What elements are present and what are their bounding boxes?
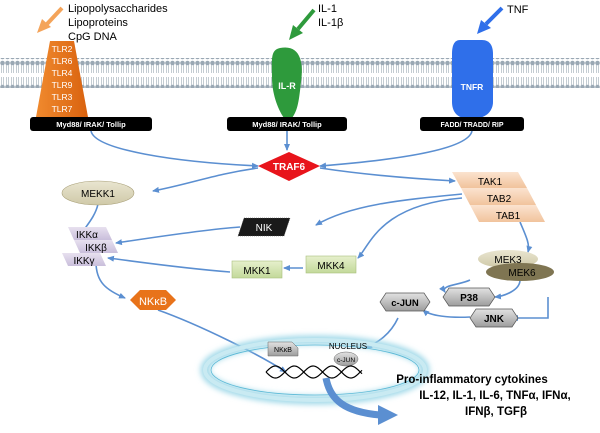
tlr-member: TLR9 (52, 80, 73, 90)
ligand-il1b: IL-1β (318, 17, 343, 29)
arrow-tlr-to-traf6 (90, 130, 259, 169)
tab2-label: TAB2 (487, 194, 512, 205)
ikk-beta-label: IKKβ (85, 243, 107, 254)
cytokine-output: Pro-inflammatory cytokines IL-12, IL-1, … (396, 374, 570, 418)
nfkb-nuclear-node: NKκB (267, 341, 299, 357)
mkk1-label: MKK1 (243, 266, 271, 277)
cjun-node: c-JUN (379, 292, 431, 312)
il-adaptor: Myd88/ IRAK/ Tollip (227, 117, 347, 131)
traf6-label: TRAF6 (273, 162, 306, 173)
tnfr-label: TNFR (461, 82, 484, 92)
il-receptor: IL-R (271, 47, 302, 118)
ligand-arrow-il (289, 8, 316, 40)
nfkb-label: NKκB (139, 296, 167, 308)
ikk-complex: IKKα IKKβ IKKγ (62, 227, 118, 267)
tnf-adaptor: FADD/ TRADD/ RIP (420, 117, 524, 131)
arrow-traf6-to-tak1 (319, 167, 456, 184)
arrow-p38-to-jnk (511, 297, 549, 321)
tak1-label: TAK1 (478, 177, 503, 188)
arrow-jnk-to-cjun (422, 309, 471, 319)
tlr-member: TLR3 (52, 92, 73, 102)
mkk4-node: MKK4 (305, 255, 357, 274)
tnf-receptor: TNFR (452, 40, 493, 118)
mkk4-label: MKK4 (317, 261, 345, 272)
mek-complex: MEK3 MEK6 (478, 250, 554, 281)
tlr-member: TLR2 (52, 44, 73, 54)
tlr-member: TLR4 (52, 68, 73, 78)
traf6-node: TRAF6 (258, 152, 320, 181)
cytokine-line3: IFNβ, TGFβ (465, 406, 527, 418)
ligand-il1: IL-1 (318, 3, 337, 15)
arrow-mkk1-to-ikk (107, 255, 231, 273)
nfkb-node: NKκB (130, 290, 176, 310)
tlr-adaptor: Myd88/ IRAK/ Tollip (30, 117, 152, 131)
arrow-tak1-to-nik (315, 193, 463, 226)
tnf-adaptor-label: FADD/ TRADD/ RIP (441, 122, 504, 129)
tlr-adaptor-label: Myd88/ IRAK/ Tollip (56, 120, 126, 129)
arrow-ikk-to-nfkb (95, 261, 126, 299)
tak-complex: TAK1 TAB2 TAB1 (452, 172, 545, 222)
arrow-nik-to-ikk (115, 226, 241, 246)
mekk1-node: MEKK1 (61, 180, 135, 206)
ligand-lipoproteins: Lipoproteins (68, 17, 128, 29)
ikk-gamma-label: IKKγ (73, 256, 94, 267)
output-arrow (322, 377, 398, 425)
mek6-label: MEK6 (508, 268, 536, 279)
ligand-tnf: TNF (507, 4, 529, 16)
tlr-receptor: TLR2 TLR6 TLR4 TLR9 TLR3 TLR7 (36, 41, 88, 117)
nucleus: NUCLEUS (200, 335, 430, 405)
arrow-tak1-to-mkk4 (357, 197, 463, 259)
arrow-mek6-to-p38 (494, 279, 521, 300)
nucleus-label: NUCLEUS (329, 342, 367, 351)
tlr-ligand-list: Lipopolysaccharides Lipoproteins CpG DNA (68, 3, 168, 43)
cytokine-line2: IL-12, IL-1, IL-6, TNFα, IFNα, (419, 390, 571, 402)
nik-label: NIK (256, 223, 273, 234)
il-adaptor-label: Myd88/ IRAK/ Tollip (252, 120, 322, 129)
cjun-nuclear-label: c-JUN (337, 357, 355, 364)
mekk1-label: MEKK1 (81, 189, 115, 200)
tlr-member: TLR7 (52, 104, 73, 114)
ligand-arrow-tlr (37, 6, 64, 33)
jnk-node: JNK (469, 308, 519, 328)
pathway-arrows (79, 130, 549, 373)
il-r-label: IL-R (278, 81, 296, 91)
ligand-cpg-dna: CpG DNA (68, 31, 118, 43)
cjun-label: c-JUN (391, 298, 419, 309)
arrow-mek6-to-cjun (439, 279, 471, 293)
ikk-alpha-label: IKKα (76, 230, 98, 241)
p38-node: P38 (442, 287, 496, 307)
cjun-nuclear-node: c-JUN (333, 351, 359, 367)
ligand-arrow-tnf (477, 6, 504, 34)
mek3-label: MEK3 (494, 255, 522, 266)
cytokine-title: Pro-inflammatory cytokines (396, 374, 547, 386)
nik-node: NIK (237, 217, 291, 237)
ligand-lps: Lipopolysaccharides (68, 3, 168, 15)
arrow-traf6-to-mekk1 (152, 167, 259, 193)
tlr-member: TLR6 (52, 56, 73, 66)
p38-label: P38 (460, 293, 478, 304)
jnk-label: JNK (484, 314, 505, 325)
tab1-label: TAB1 (496, 211, 521, 222)
arrow-tab1-to-mek3 (519, 221, 533, 253)
nfkb-nuclear-label: NKκB (274, 347, 292, 354)
dna-helix (265, 365, 363, 379)
arrow-tnf-to-traf6 (319, 130, 473, 169)
mkk1-node: MKK1 (231, 260, 283, 279)
